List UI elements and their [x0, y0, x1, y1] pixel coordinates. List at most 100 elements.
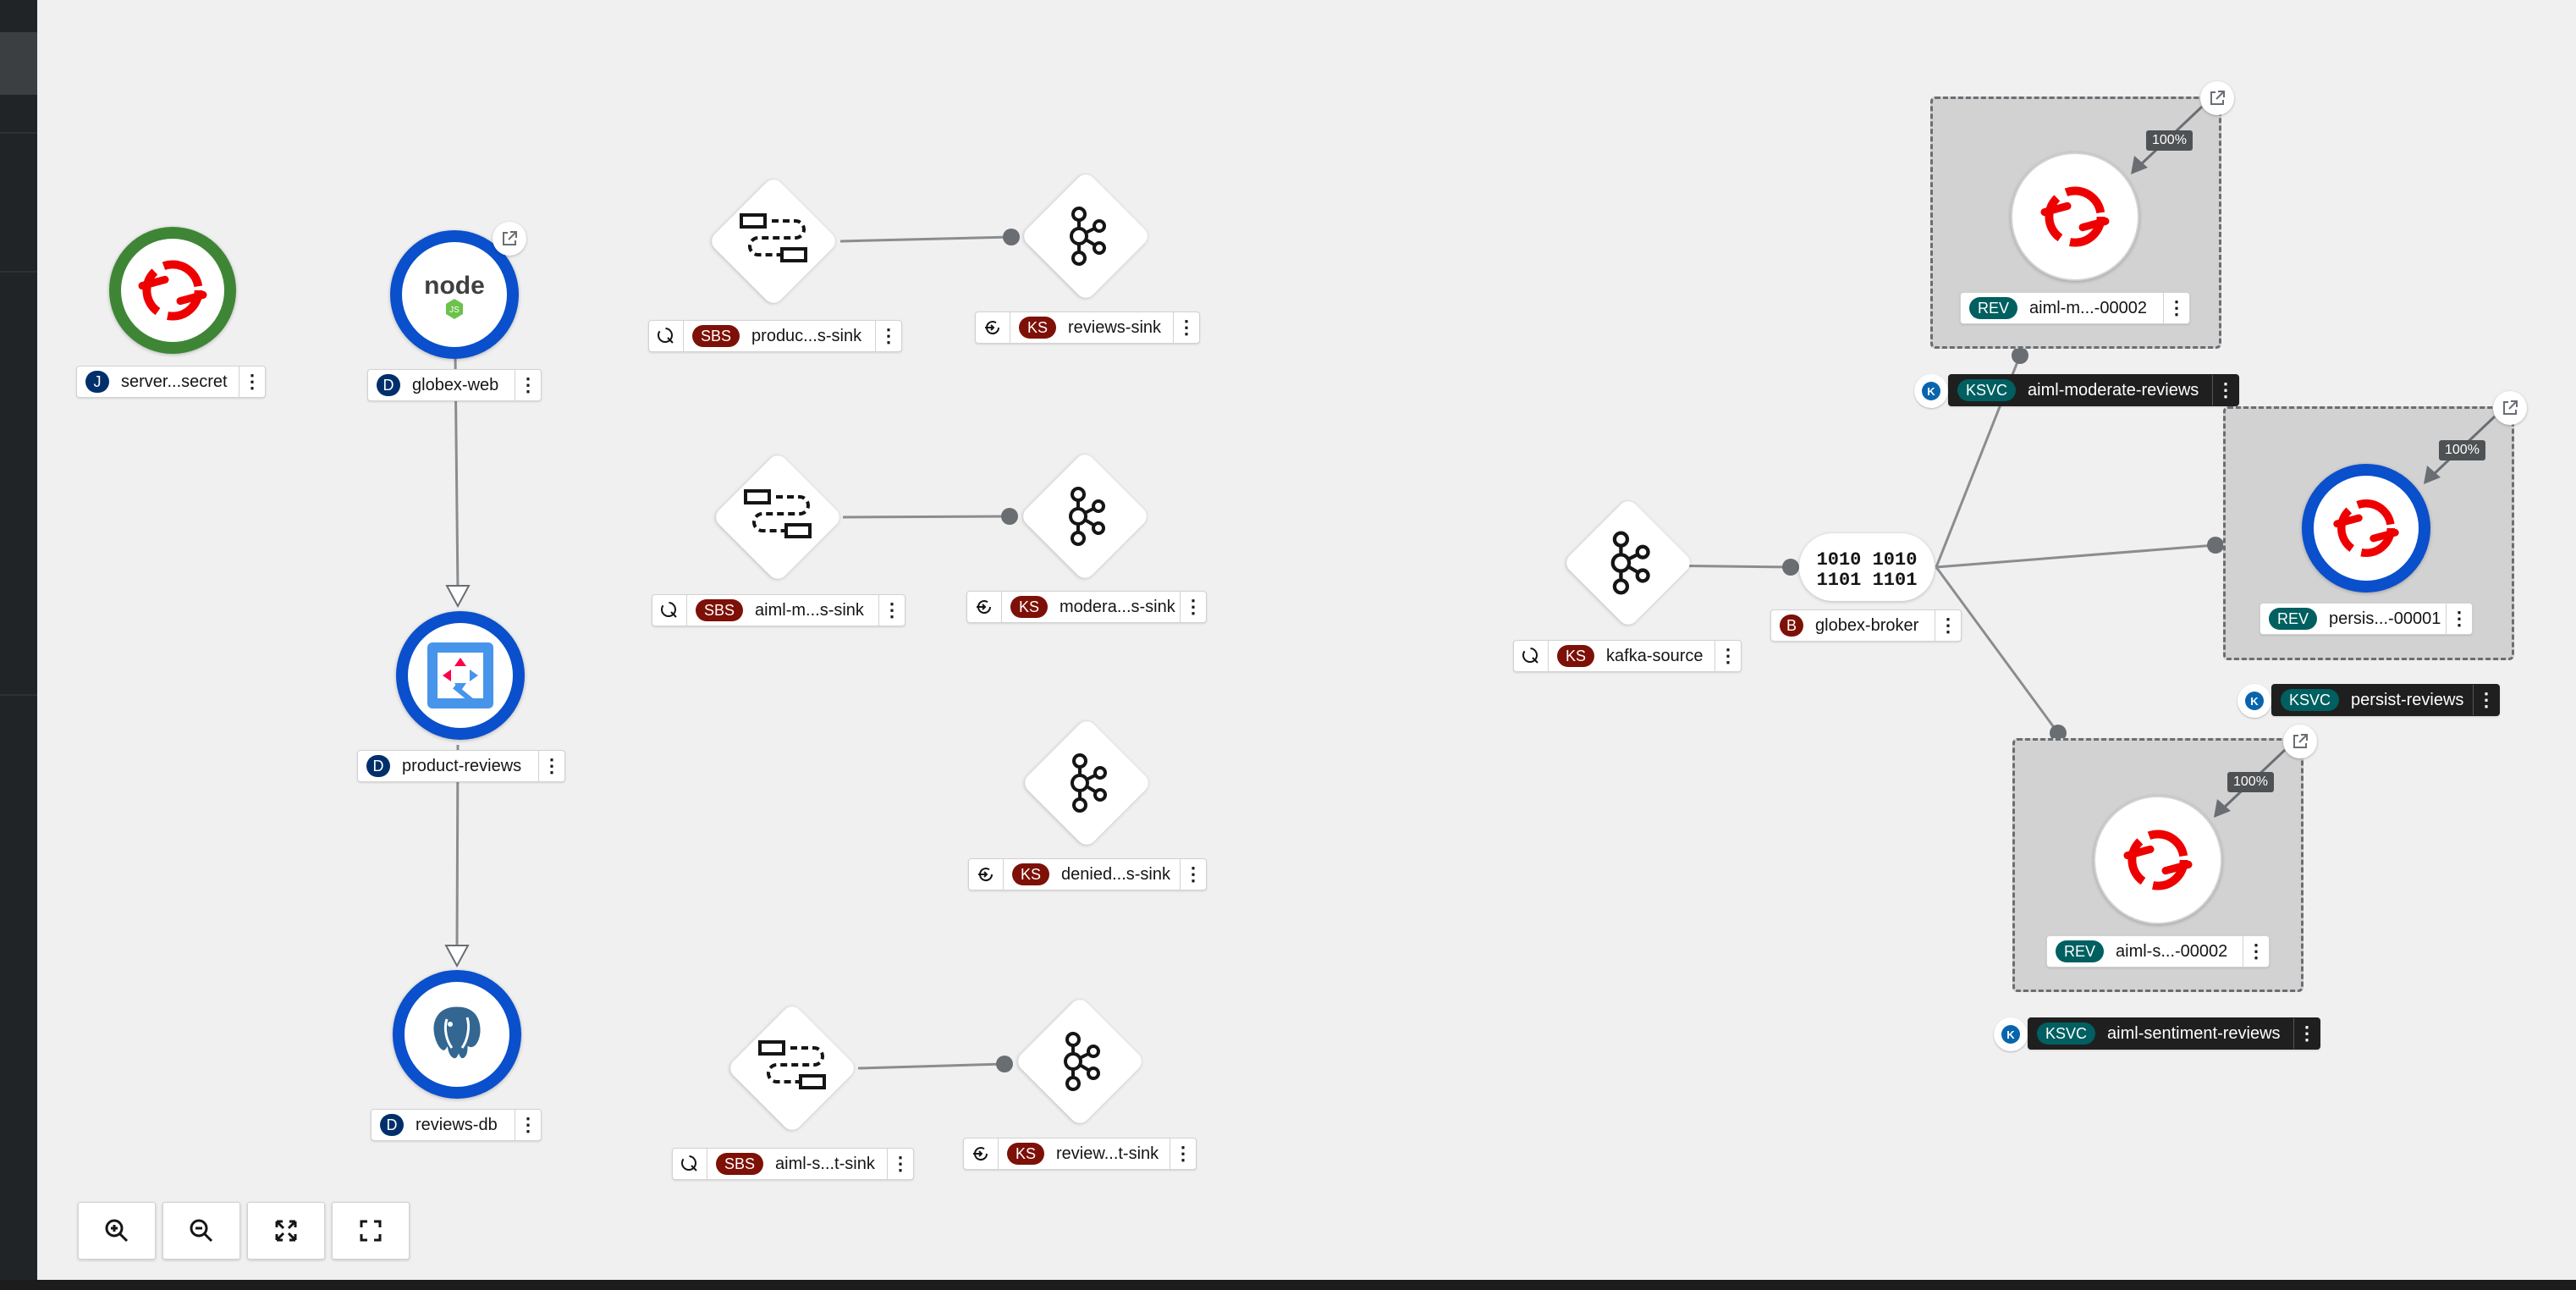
- kebab-menu-icon[interactable]: ⋮: [1180, 592, 1206, 622]
- rev-sentiment-node[interactable]: [2094, 796, 2222, 924]
- open-url-icon[interactable]: [2283, 725, 2317, 758]
- type-badge: D: [366, 755, 390, 777]
- type-badge: KS: [1010, 596, 1049, 618]
- sbs-aiml-m-label[interactable]: SBS aiml-m...s-sink ⋮: [652, 594, 905, 626]
- node-name: globex-web: [412, 375, 499, 394]
- open-url-icon[interactable]: [493, 222, 526, 256]
- open-url-icon[interactable]: [2493, 391, 2527, 425]
- zoom-out-button[interactable]: [162, 1202, 240, 1260]
- ks-denied-sink-label[interactable]: KS denied...s-sink ⋮: [968, 858, 1207, 890]
- kebab-menu-icon[interactable]: ⋮: [1180, 859, 1206, 890]
- kebab-menu-icon[interactable]: ⋮: [2473, 685, 2499, 715]
- traffic-percent: 100%: [2439, 440, 2485, 460]
- broker-icon: 1010 1010 1101 1101: [1817, 549, 1918, 588]
- reviews-db-node[interactable]: [393, 970, 521, 1099]
- edge-sbs-aiml-s-to-review-t-sink[interactable]: [857, 1062, 1005, 1070]
- sink-icon: [976, 312, 1010, 343]
- nav-divider: [0, 132, 37, 134]
- ks-review-t-sink-label[interactable]: KS review...t-sink ⋮: [963, 1138, 1197, 1170]
- rev-sentiment-label[interactable]: REV aiml-s...-00002 ⋮: [2046, 935, 2270, 968]
- ksvc-moderate-label[interactable]: KSVC aiml-moderate-reviews ⋮: [1948, 374, 2239, 406]
- node-name: persis...-00001: [2329, 609, 2441, 628]
- edge-handle[interactable]: [2207, 537, 2224, 554]
- open-url-icon[interactable]: [2200, 81, 2234, 115]
- edge-handle[interactable]: [996, 1056, 1013, 1072]
- kebab-menu-icon[interactable]: ⋮: [878, 595, 905, 626]
- edge-sbs-aiml-m-to-modera-sink[interactable]: [842, 515, 1010, 519]
- globex-broker-node[interactable]: 1010 1010 1101 1101: [1799, 533, 1935, 601]
- reset-view-button[interactable]: [332, 1202, 410, 1260]
- node-name: kafka-source: [1606, 646, 1704, 665]
- edge-handle[interactable]: [2050, 725, 2067, 741]
- product-reviews-node[interactable]: [396, 611, 525, 740]
- arrowhead-icon: [444, 945, 470, 968]
- kebab-menu-icon[interactable]: ⋮: [2212, 375, 2238, 405]
- kebab-menu-icon[interactable]: ⋮: [2163, 293, 2189, 323]
- kebab-menu-icon[interactable]: ⋮: [239, 367, 265, 397]
- reviews-db-label[interactable]: D reviews-db ⋮: [371, 1109, 542, 1141]
- kebab-menu-icon[interactable]: ⋮: [515, 370, 541, 400]
- rev-persist-label[interactable]: REV persis...-00001 ⋮: [2260, 603, 2473, 635]
- sinkbinding-icon: [746, 1022, 839, 1115]
- svg-text:K: K: [2006, 1028, 2015, 1041]
- kebab-menu-icon[interactable]: ⋮: [1935, 610, 1961, 641]
- edge-handle[interactable]: [1003, 229, 1020, 245]
- nav-active-item[interactable]: [0, 32, 37, 95]
- event-source-icon: [673, 1149, 707, 1179]
- globex-broker-label[interactable]: B globex-broker ⋮: [1770, 609, 1962, 642]
- kebab-menu-icon[interactable]: ⋮: [2243, 936, 2269, 967]
- node-name: modera...s-sink: [1060, 597, 1175, 616]
- node-name: aiml-m...-00002: [2029, 298, 2147, 317]
- ks-reviews-sink-label[interactable]: KS reviews-sink ⋮: [975, 311, 1200, 344]
- node-name: reviews-db: [416, 1115, 498, 1134]
- fit-to-screen-button[interactable]: [247, 1202, 325, 1260]
- kebab-menu-icon[interactable]: ⋮: [2293, 1018, 2320, 1049]
- kebab-menu-icon[interactable]: ⋮: [538, 751, 564, 781]
- edge-broker-to-persist[interactable]: [1935, 543, 2216, 569]
- zoom-in-button[interactable]: [78, 1202, 156, 1260]
- node-name: aiml-s...-00002: [2116, 941, 2228, 961]
- left-nav-rail: [0, 0, 37, 1290]
- openshift-icon: [2123, 830, 2193, 890]
- quarkus-icon: [427, 642, 493, 708]
- edge-handle[interactable]: [2012, 347, 2028, 364]
- edge-sbs-product-to-reviews-sink[interactable]: [839, 235, 1012, 243]
- sbs-product-label[interactable]: SBS produc...s-sink ⋮: [648, 320, 902, 352]
- type-badge: D: [380, 1114, 404, 1136]
- kebab-menu-icon[interactable]: ⋮: [1170, 1138, 1196, 1169]
- kebab-menu-icon[interactable]: ⋮: [1173, 312, 1199, 343]
- rev-persist-node[interactable]: [2302, 464, 2430, 593]
- ksvc-persist-label[interactable]: KSVC persist-reviews ⋮: [2271, 684, 2500, 716]
- type-badge: KSVC: [2281, 689, 2340, 711]
- sbs-aiml-s-label[interactable]: SBS aiml-s...t-sink ⋮: [672, 1148, 914, 1180]
- node-name: product-reviews: [402, 756, 522, 775]
- kafka-source-label[interactable]: KS kafka-source ⋮: [1513, 640, 1742, 672]
- kebab-menu-icon[interactable]: ⋮: [1715, 641, 1741, 671]
- kafka-icon: [1038, 470, 1131, 563]
- edge-broker-to-sentiment[interactable]: [1935, 566, 2060, 734]
- kebab-menu-icon[interactable]: ⋮: [2446, 604, 2472, 634]
- kebab-menu-icon[interactable]: ⋮: [875, 321, 901, 351]
- knative-icon: K: [1994, 1017, 2028, 1051]
- edge-handle[interactable]: [1782, 559, 1799, 576]
- ks-modera-sink-label[interactable]: KS modera...s-sink ⋮: [966, 591, 1207, 623]
- server-secret-node[interactable]: [109, 227, 236, 354]
- openshift-icon: [2040, 186, 2110, 247]
- node-name: aiml-sentiment-reviews: [2107, 1023, 2281, 1043]
- kebab-menu-icon[interactable]: ⋮: [887, 1149, 913, 1179]
- event-source-icon: [649, 321, 684, 351]
- node-name: aiml-moderate-reviews: [2028, 380, 2199, 400]
- edge-handle[interactable]: [1001, 508, 1018, 525]
- globex-web-label[interactable]: D globex-web ⋮: [367, 369, 542, 401]
- product-reviews-label[interactable]: D product-reviews ⋮: [357, 750, 565, 782]
- fit-to-screen-icon: [275, 1220, 297, 1242]
- server-secret-label[interactable]: J server...secret ⋮: [76, 366, 266, 398]
- kebab-menu-icon[interactable]: ⋮: [515, 1110, 541, 1140]
- type-badge: KS: [1557, 645, 1595, 667]
- rev-moderate-label[interactable]: REV aiml-m...-00002 ⋮: [1960, 292, 2190, 324]
- rev-moderate-node[interactable]: [2011, 152, 2139, 281]
- ksvc-sentiment-label[interactable]: KSVC aiml-sentiment-reviews ⋮: [2028, 1017, 2320, 1050]
- svg-text:node: node: [424, 272, 485, 300]
- svg-text:K: K: [1927, 385, 1935, 398]
